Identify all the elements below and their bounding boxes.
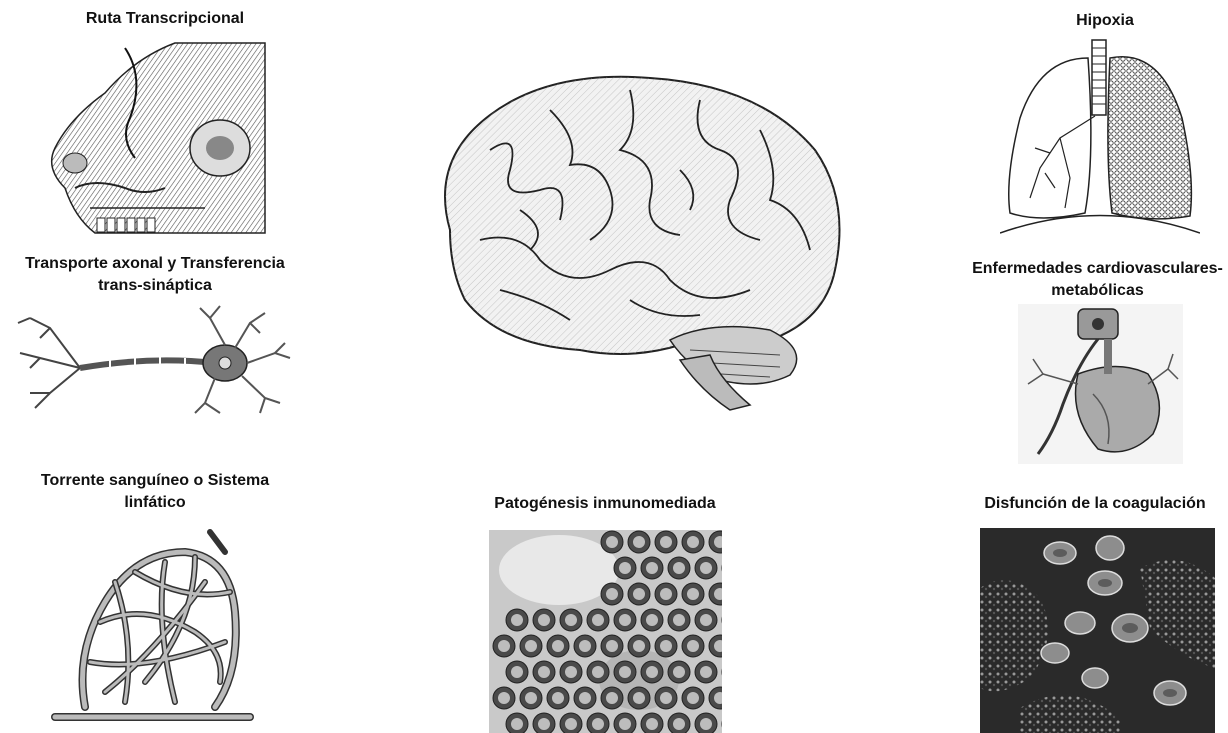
label-disfuncion-coagulacion: Disfunción de la coagulación bbox=[960, 493, 1228, 515]
blood-cells-micrograph bbox=[980, 528, 1215, 733]
brain-illustration bbox=[430, 70, 850, 415]
label-transporte-axonal: Transporte axonal y Transferencia trans-… bbox=[10, 253, 300, 297]
vessel-network-illustration bbox=[45, 522, 260, 730]
neuron-illustration bbox=[10, 298, 295, 418]
lungs-illustration bbox=[1000, 38, 1200, 238]
label-patogenesis-inmunomediada: Patogénesis inmunomediada bbox=[470, 493, 740, 515]
label-enfermedades-cardiovasculares: Enfermedades cardiovasculares-metabólica… bbox=[965, 258, 1228, 302]
label-hipoxia: Hipoxia bbox=[1030, 10, 1180, 32]
label-torrente-sanguineo: Torrente sanguíneo o Sistema linfático bbox=[20, 470, 290, 514]
heart-device-illustration bbox=[1018, 304, 1183, 464]
label-ruta-transcripcional: Ruta Transcripcional bbox=[40, 8, 290, 30]
nasal-cavity-illustration bbox=[35, 38, 270, 238]
virus-micrograph bbox=[489, 530, 722, 733]
